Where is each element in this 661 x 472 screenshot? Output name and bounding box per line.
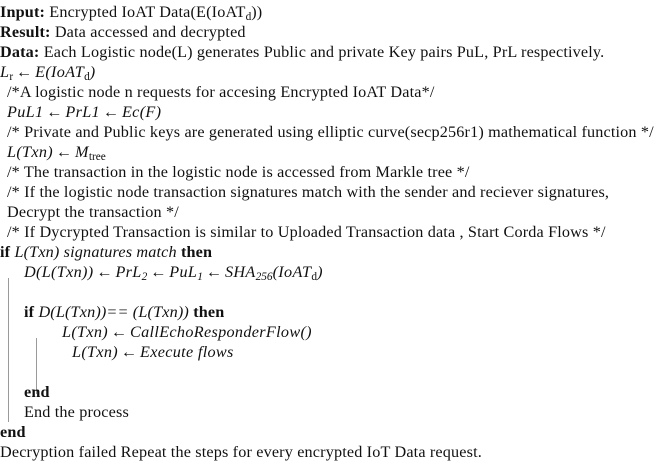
- left-arrow-icon: ←: [55, 143, 73, 161]
- result-value: Data accessed and decrypted: [54, 23, 246, 41]
- assign-lr-expression: Lr←E(IoATd): [0, 63, 96, 84]
- end-keyword: end: [24, 383, 50, 401]
- callecho-expression: L(Txn)←CallEchoResponderFlow(): [62, 323, 312, 341]
- inner-block-rule: [36, 338, 38, 394]
- line-assign-ltxn-mtree: L(Txn)←Mtree: [0, 142, 661, 164]
- data-label: Data:: [0, 43, 40, 61]
- line-end-outer: end: [0, 422, 661, 442]
- if-inner-condition: D(L(Txn))== (L(Txn)): [38, 303, 189, 321]
- line-comment-1: /*A logistic node n requests for accesin…: [7, 83, 435, 101]
- left-arrow-icon: ←: [102, 103, 120, 121]
- line-assign-pul1: PuL1←PrL1←Ec(F): [0, 102, 661, 122]
- blank-line: [0, 282, 661, 302]
- if-keyword: if: [0, 243, 11, 261]
- line-assign-lr: Lr←E(IoATd): [0, 62, 661, 84]
- line-comment-5: /* If Dycrypted Transaction is similar t…: [7, 223, 606, 241]
- left-arrow-icon: ←: [120, 343, 138, 361]
- line-comment-4: /* If the logistic node transaction sign…: [7, 183, 610, 221]
- blank-line: [0, 362, 661, 382]
- execute-expression: L(Txn)←Execute flows: [72, 343, 234, 361]
- data-value: Each Logistic node(L) generates Public a…: [43, 43, 605, 61]
- input-label: Input:: [0, 3, 46, 21]
- result-label: Result:: [0, 23, 51, 41]
- end-keyword: end: [0, 423, 26, 441]
- line-assign-callecho: L(Txn)←CallEchoResponderFlow(): [0, 322, 661, 342]
- decrypt-expression: D(L(Txn))←PrL2←PuL1←SHA256(IoATd): [24, 263, 323, 284]
- if-outer-condition: L(Txn) signatures match: [14, 243, 177, 261]
- algorithm-data-line: Data: Each Logistic node(L) generates Pu…: [0, 42, 661, 62]
- algorithm-input-line: Input: Encrypted IoAT Data(E(IoATd)): [0, 2, 661, 24]
- line-end-process: End the process: [24, 403, 129, 421]
- then-keyword: then: [180, 243, 213, 261]
- line-if-inner: if D(L(Txn))== (L(Txn)) then: [0, 302, 661, 322]
- then-keyword: then: [193, 303, 225, 321]
- line-comment-2: /* Private and Public keys are generated…: [7, 123, 654, 141]
- left-arrow-icon: ←: [16, 63, 33, 81]
- input-value: Encrypted IoAT Data(E(IoATd)): [49, 3, 263, 24]
- line-end-inner: end: [0, 382, 661, 402]
- left-arrow-icon: ←: [150, 263, 167, 281]
- left-arrow-icon: ←: [46, 103, 63, 121]
- if-keyword: if: [24, 303, 35, 321]
- line-assign-decrypt: D(L(Txn))←PrL2←PuL1←SHA256(IoATd): [0, 262, 661, 284]
- line-fallback: Decryption failed Repeat the steps for e…: [0, 443, 482, 461]
- assign-mtree-expression: L(Txn)←Mtree: [7, 143, 106, 164]
- line-comment-3: /* The transaction in the logistic node …: [7, 163, 470, 181]
- line-if-outer: if L(Txn) signatures match then: [0, 242, 661, 262]
- left-arrow-icon: ←: [205, 263, 223, 281]
- left-arrow-icon: ←: [96, 263, 113, 281]
- line-assign-execute: L(Txn)←Execute flows: [0, 342, 661, 362]
- assign-pul1-expression: PuL1←PrL1←Ec(F): [7, 103, 162, 121]
- left-arrow-icon: ←: [110, 323, 128, 341]
- algorithm-result-line: Result: Data accessed and decrypted: [0, 22, 661, 42]
- input-subscript: d: [245, 11, 252, 24]
- outer-block-rule: [8, 278, 10, 422]
